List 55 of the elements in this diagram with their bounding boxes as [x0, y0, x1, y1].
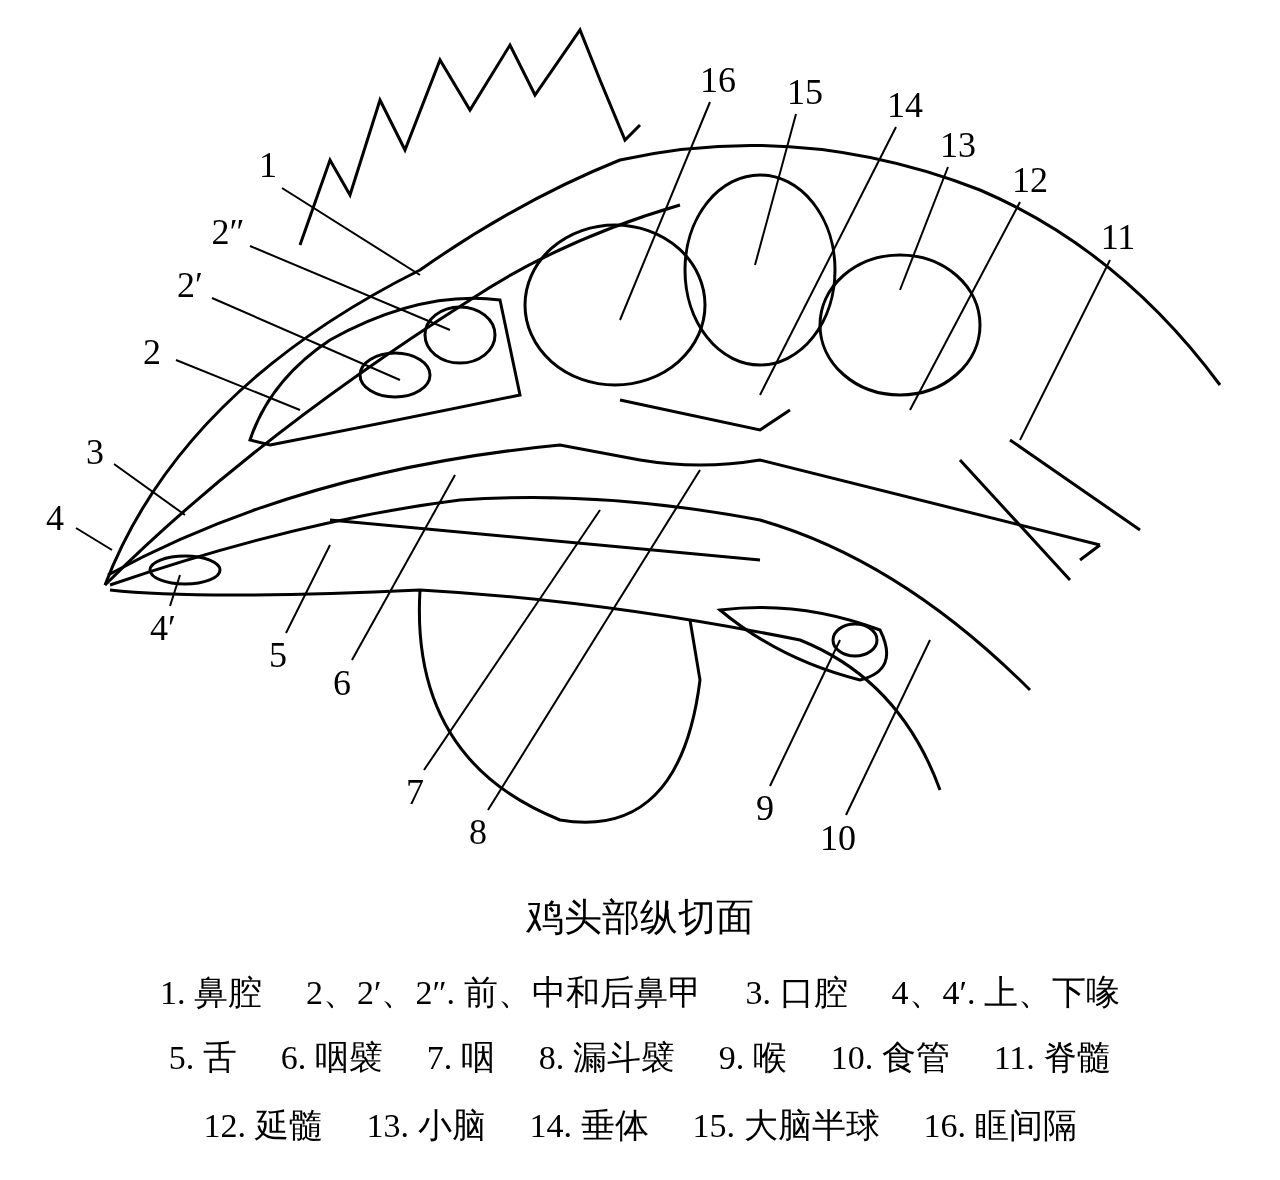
- callout-number: 14: [887, 85, 923, 125]
- callout-number: 6: [333, 663, 351, 703]
- leader-line: [754, 113, 797, 266]
- legend-entry: 16. 眶间隔: [923, 1106, 1077, 1146]
- leader-line: [769, 639, 841, 787]
- legend-entry: 7. 咽: [426, 1038, 495, 1078]
- leader-line: [487, 469, 701, 811]
- leader-line: [211, 297, 401, 381]
- leader-line: [113, 463, 186, 516]
- leader-line: [1019, 259, 1111, 441]
- callout-number: 5: [269, 635, 287, 675]
- callout-number: 10: [820, 818, 856, 858]
- leader-line: [423, 509, 601, 771]
- legend-entry: 5. 舌: [168, 1038, 237, 1078]
- callout-number: 2: [143, 332, 161, 372]
- figure-caption: 鸡头部纵切面: [525, 894, 755, 941]
- legend-entry: 12. 延髓: [203, 1106, 323, 1146]
- leader-line: [281, 187, 421, 276]
- callout-number: 8: [469, 812, 487, 852]
- legend-entry: 11. 脊髓: [993, 1038, 1112, 1078]
- legend-entry: 8. 漏斗襞: [538, 1038, 675, 1078]
- leader-line: [75, 527, 113, 551]
- legend-entry: 15. 大脑半球: [692, 1106, 880, 1146]
- legend-entry: 13. 小脑: [366, 1106, 486, 1146]
- callout-number: 11: [1100, 217, 1136, 257]
- leader-line: [619, 101, 711, 321]
- leader-line: [285, 544, 331, 634]
- callout-number: 4: [46, 498, 64, 538]
- callout-number: 12: [1012, 160, 1048, 200]
- legend-entry: 14. 垂体: [529, 1106, 649, 1146]
- callout-number: 2″: [211, 212, 245, 252]
- leader-line: [909, 201, 1021, 411]
- legend-entry: 3. 口腔: [745, 973, 848, 1013]
- legend-entry: 9. 喉: [718, 1038, 787, 1078]
- callout-number: 4′: [150, 608, 176, 648]
- callout-number: 13: [940, 125, 976, 165]
- legend-entry: 10. 食管: [830, 1038, 950, 1078]
- leader-line: [845, 639, 931, 816]
- leader-line: [759, 126, 897, 396]
- callout-number: 3: [86, 432, 104, 472]
- callout-number: 1: [259, 145, 277, 185]
- leader-line: [169, 574, 181, 607]
- callout-number: 2′: [177, 265, 203, 305]
- legend-entry: 4、4′. 上、下喙: [891, 973, 1120, 1013]
- legend-entry: 6. 咽襞: [280, 1038, 383, 1078]
- leader-line: [175, 359, 301, 411]
- callout-number: 9: [756, 788, 774, 828]
- leader-line: [899, 166, 949, 291]
- legend-entry: 1. 鼻腔: [159, 973, 262, 1013]
- leader-line: [249, 245, 451, 331]
- leader-line: [351, 474, 456, 661]
- callout-number: 15: [787, 72, 823, 112]
- callout-number: 7: [406, 772, 424, 812]
- callout-number: 16: [700, 60, 736, 100]
- legend-entry: 2、2′、2″. 前、中和后鼻甲: [305, 973, 702, 1013]
